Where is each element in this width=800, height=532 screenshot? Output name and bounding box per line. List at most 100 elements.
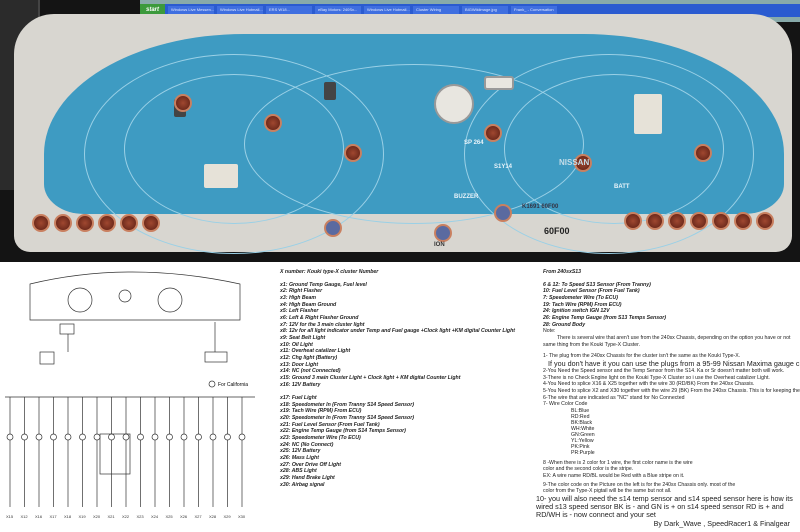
note-10: 10- you will also need the s14 temp sens…: [536, 494, 793, 520]
legend-item: x27: Over Drive Off Light: [280, 461, 342, 468]
legend-item: x7: 12V for the 3 main cluster light: [280, 321, 365, 328]
legend-item: x6: Left & Right Flasher Ground: [280, 314, 359, 321]
wire-item: 26: Engine Temp Gauge (from S13 Temps Se…: [543, 314, 666, 321]
legend-item: x5: Left Flasher: [280, 308, 319, 315]
task-button[interactable]: BIGWikiimage.jpg: [462, 6, 509, 15]
legend-item: x16: 12V Battery: [280, 381, 321, 388]
legend-column: X number: Kouki type-X cluster Number x1…: [280, 269, 515, 488]
cluster-board: NISSAN K1691 60F00 60F00 SP 264 S1Y14 BU…: [14, 14, 792, 254]
lamp-symbol: [64, 433, 72, 441]
nissan-label: NISSAN: [559, 158, 590, 167]
task-button[interactable]: Windows Live Messen...: [168, 6, 215, 15]
lamp-symbol: [151, 433, 159, 441]
lamp-symbol: [79, 433, 86, 441]
legend-item: x22: Engine Temp Gauge (from S14 Temps S…: [280, 428, 406, 435]
connector-label: X29: [224, 514, 232, 519]
lamp-symbol: [166, 433, 173, 441]
legend-item: x23: Speedometer Wire (To ECU): [280, 435, 361, 442]
legend-item: x18: Speedometer In (From Tranny S14 Spe…: [280, 401, 414, 408]
connector-label: X21: [108, 514, 116, 519]
note-3: 3-There is no Check Engine light on the …: [543, 374, 770, 381]
legend-item: x29: Hand Brake Light: [280, 475, 335, 482]
legend-item: x13: Door Light: [280, 361, 319, 368]
color-code: RD:Red: [571, 413, 590, 420]
connector-label: X17: [50, 514, 58, 519]
color-code: PR:Purple: [571, 449, 595, 456]
legend-item: x15: Ground 3 main Cluster Light + Clock…: [280, 374, 461, 381]
circuit-film: [44, 34, 784, 254]
part-number-label: K1691 60F00: [522, 204, 559, 210]
connector-label: X18: [64, 514, 72, 519]
legend-item: x21: Fuel Level Sensor (From Fuel Tank): [280, 421, 380, 428]
color-code: WH:White: [571, 425, 595, 432]
connector-label: X22: [122, 514, 130, 519]
legend-item: x17: Fuel Light: [280, 395, 317, 402]
note-8: 8 -When there is 2 color for 1 wire, the…: [543, 459, 693, 466]
note-1: 1- The plug from the 240sx Chassis for t…: [543, 353, 741, 360]
lamp-symbol: [93, 433, 101, 441]
legend-item: x3: High Beam: [280, 294, 317, 301]
code-label: 60F00: [544, 226, 570, 236]
start-button[interactable]: start: [140, 4, 166, 17]
legend-item: x28: ABS Light: [280, 468, 317, 475]
note-2: 2-You Need the Speed sensor and the Temp…: [543, 367, 785, 374]
notes-title: From 240sxS13: [543, 269, 582, 275]
note-6: 6-The wire that are indicated as "NC" st…: [543, 394, 685, 401]
legend-item: x4: High Beam Ground: [280, 301, 337, 308]
wire-item: 7: Speedometer Wire (To ECU): [543, 294, 618, 301]
s-label: S1Y14: [494, 164, 513, 170]
connector-label: X12: [21, 514, 29, 519]
legend-item: x9: Seat Belt Light: [280, 334, 326, 341]
legend-item: x2: Right Flasher: [280, 288, 323, 295]
task-button[interactable]: Frank_ - Conversation: [511, 6, 558, 15]
connector-label: X30: [238, 514, 246, 519]
legend-item: x1: Ground Temp Gauge, Fuel level: [280, 281, 367, 288]
sp-label: SP 264: [464, 140, 484, 146]
wire-item: 6 & 12: To Speed S13 Sensor (From Tranny…: [543, 281, 651, 288]
california-note: For California: [218, 382, 248, 388]
lamp-symbol: [224, 433, 231, 441]
legend-item: x20: Speedometer In (From Tranny S14 Spe…: [280, 415, 414, 422]
wire-item: 10: Fuel Level Sensor (From Fuel Tank): [543, 288, 640, 295]
connector-label: X15: [6, 514, 14, 519]
connector-label: X27: [195, 514, 203, 519]
lamp-symbol: [180, 433, 188, 441]
note-8b: color and the second color is the stripe…: [543, 466, 634, 473]
connector-label: X25: [166, 514, 174, 519]
task-button[interactable]: ERS W18...: [266, 6, 313, 15]
legend-item: x24: NC (No Connect): [280, 441, 334, 448]
color-code: PK:Pink: [571, 443, 590, 450]
task-button[interactable]: Windows Live Hotmail...: [217, 6, 264, 15]
lamp-symbol: [35, 433, 43, 441]
ion-label: ION: [434, 242, 445, 248]
note-9b: color from the Type-X pigtail will be th…: [543, 488, 672, 495]
color-code: YL:Yellow: [571, 437, 594, 444]
lamp-symbol: [122, 433, 130, 441]
task-button[interactable]: Windows Live Hotmail...: [364, 6, 411, 15]
wire-item: 19: Tach Wire (RPM) From ECU): [543, 301, 622, 308]
note-1b: If you don't have it you can use the plu…: [548, 358, 800, 368]
lamp-symbol: [137, 433, 144, 441]
connector-label: X16: [35, 514, 43, 519]
task-button[interactable]: Cluster Wiring: [413, 6, 460, 15]
note-5: 5-You Need to splice X2 and X30 together…: [543, 387, 800, 394]
color-code: BL:Blue: [571, 407, 590, 414]
task-button[interactable]: eBay Motors: 240Sx...: [315, 6, 362, 15]
legend-item: x12: Chg light (Battery): [280, 354, 338, 361]
wire-item: 24: Ignition switch IGN 12V: [543, 308, 610, 315]
legend-title: X number: Kouki type-X cluster Number: [280, 269, 379, 275]
lamp-symbol: [6, 433, 14, 441]
lamp-symbol: [50, 433, 57, 441]
lamp-symbol: [21, 433, 28, 441]
legend-item: x14: NC (not Connected): [280, 368, 341, 375]
lamp-symbol: [238, 433, 246, 441]
taskbar: start Windows Live Messen... Windows Liv…: [140, 4, 800, 17]
connector-label: X19: [79, 514, 87, 519]
note-4: 4-You Need to splice X16 & X25 together …: [543, 381, 755, 388]
legend-item: x8: 12v for all light indicator under Te…: [280, 328, 515, 335]
note-8c: EX: A wire name RD/BL would be Red with …: [543, 473, 685, 480]
note-9: 9-The color code on the Picture on the l…: [543, 481, 736, 488]
legend-item: x19: Tach Wire (RPM) From ECU): [280, 408, 362, 415]
